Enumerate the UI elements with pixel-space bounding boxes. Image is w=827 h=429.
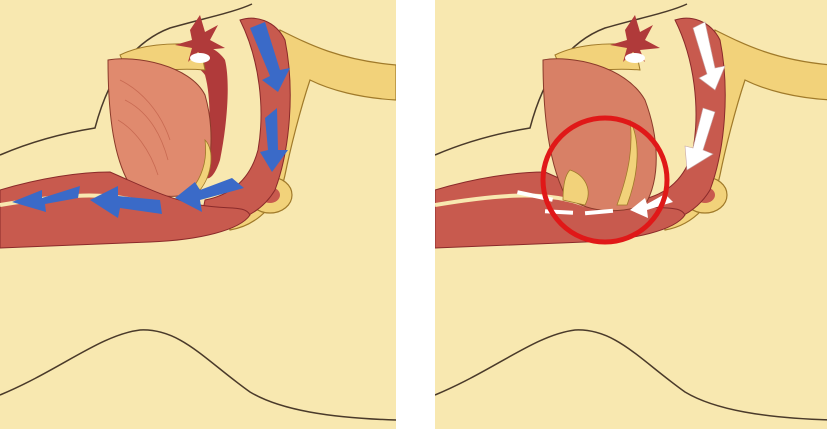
open-airway-illustration bbox=[0, 0, 396, 429]
nasal-passage bbox=[625, 53, 645, 63]
nasal-passage bbox=[190, 53, 210, 63]
panel-obstructed-airway bbox=[435, 0, 827, 429]
obstructed-airway-illustration bbox=[435, 0, 827, 429]
panel-open-airway bbox=[0, 0, 396, 429]
